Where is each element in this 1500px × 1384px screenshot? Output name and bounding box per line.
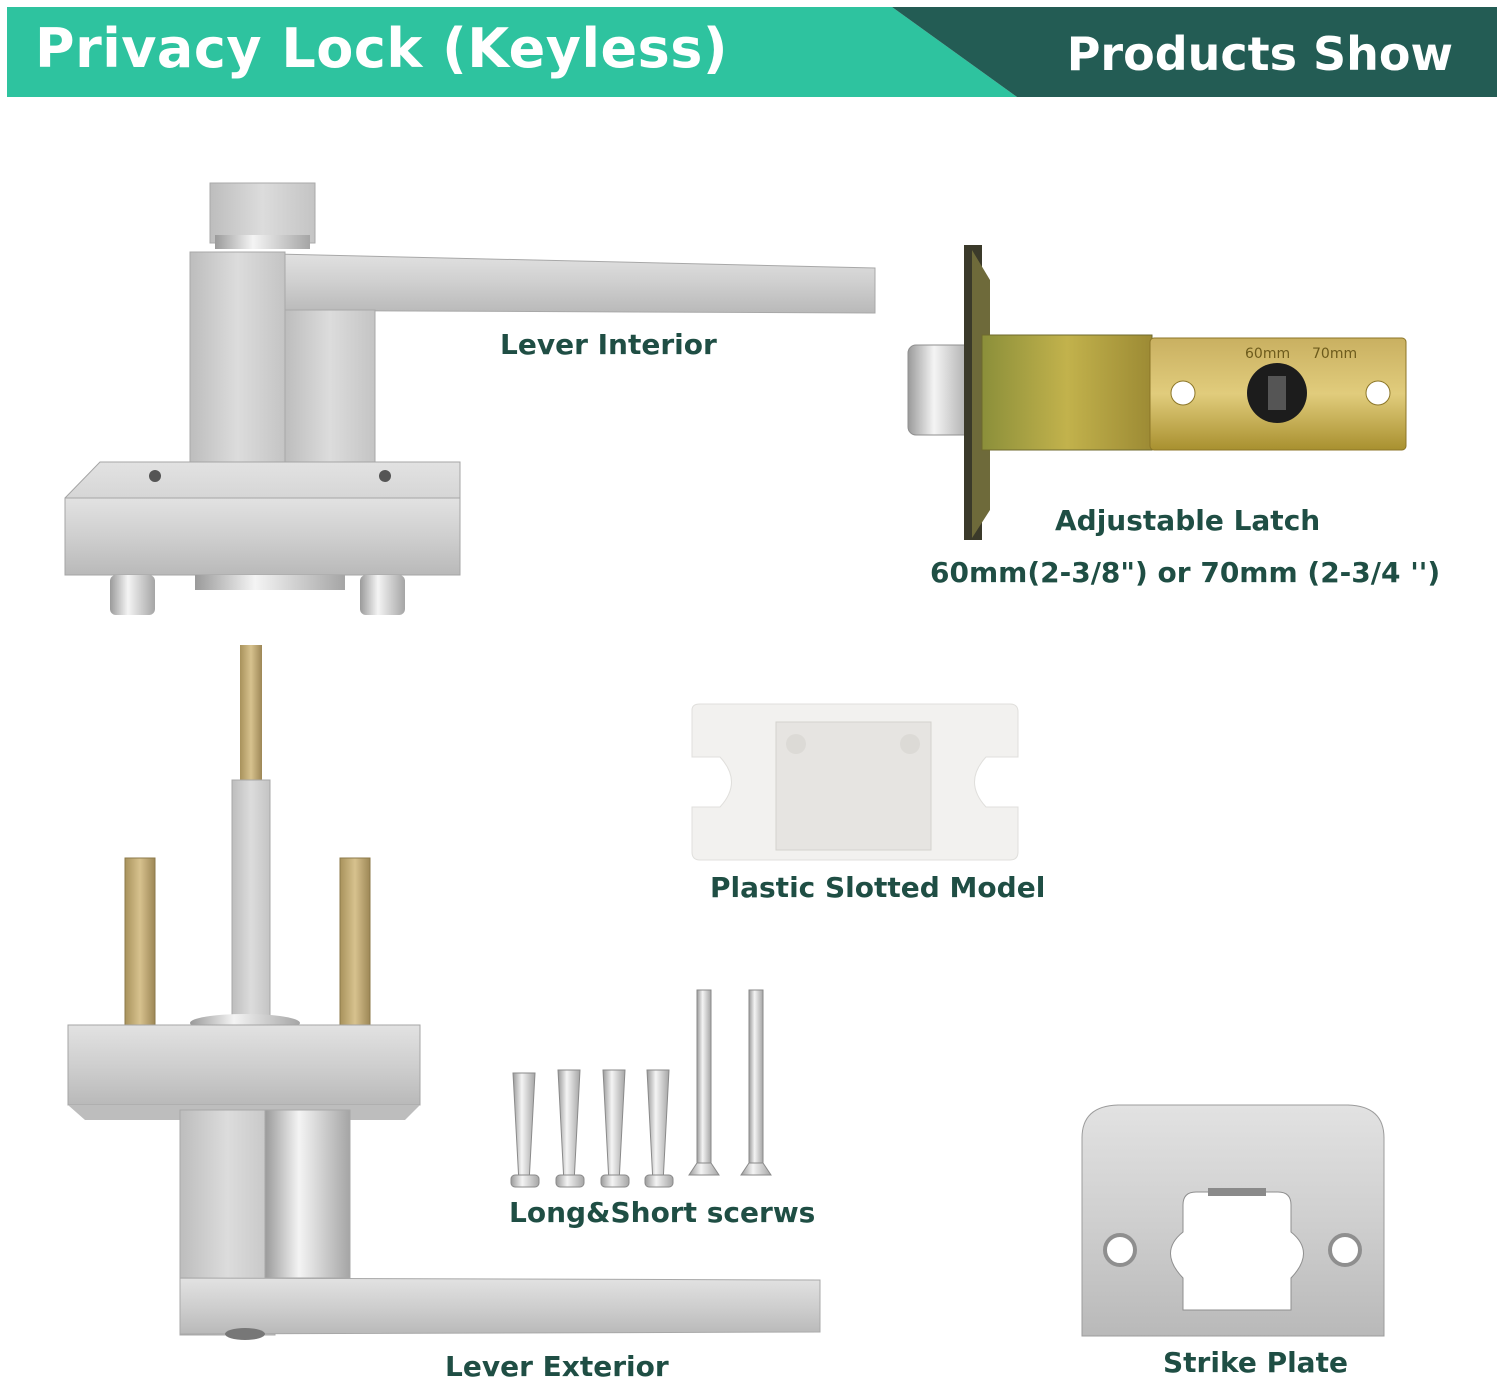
lever-interior-label: Lever Interior (500, 328, 717, 361)
short-screw-4-icon (644, 1069, 674, 1188)
latch-size-label: 60mm(2-3/8") or 70mm (2-3/4 '') (930, 556, 1441, 589)
plastic-slotted-model-label: Plastic Slotted Model (710, 871, 1046, 904)
short-screw-3-icon (600, 1069, 630, 1188)
latch-stamp-70mm: 70mm (1312, 346, 1357, 362)
section-title: Products Show (1066, 27, 1453, 81)
short-screw-2-icon (555, 1069, 585, 1188)
short-screw-1-icon (510, 1072, 540, 1188)
strike-plate-label: Strike Plate (1163, 1346, 1348, 1379)
long-screw-2-icon (740, 989, 772, 1176)
screws-label: Long&Short scerws (509, 1196, 816, 1229)
adjustable-latch-image: 60mm 70mm (907, 245, 1407, 540)
adjustable-latch-label: Adjustable Latch (1055, 504, 1321, 537)
long-screw-1-icon (688, 989, 720, 1176)
lever-exterior-image (67, 645, 821, 1340)
header-banner: Privacy Lock (Keyless) Products Show (7, 7, 1497, 97)
lever-exterior-label: Lever Exterior (445, 1350, 669, 1383)
screws-image (510, 989, 772, 1188)
latch-stamp-60mm: 60mm (1245, 346, 1290, 362)
banner-background (7, 7, 1497, 97)
lever-interior-image (64, 182, 876, 615)
strike-plate-image (1081, 1104, 1385, 1337)
page-title: Privacy Lock (Keyless) (35, 17, 729, 80)
plastic-slotted-model-image (691, 703, 1019, 861)
